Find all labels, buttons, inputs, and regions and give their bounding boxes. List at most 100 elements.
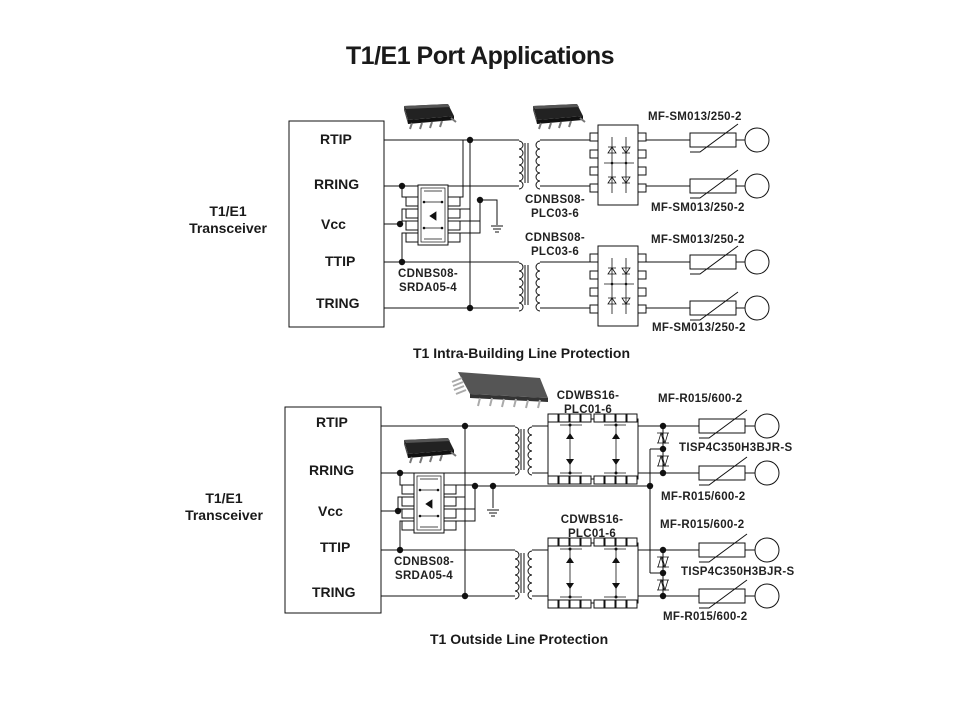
part-line1: CDNBS08-: [525, 232, 585, 244]
part-line2: PLC01-6: [563, 404, 613, 416]
junction-dot: [461, 592, 469, 600]
part-line1: CDNBS08-: [398, 268, 458, 280]
pin-ttip: TTIP: [325, 253, 356, 269]
ptc-fuse: [698, 456, 748, 486]
junction-dot: [398, 258, 406, 266]
top-transceiver-box: [288, 120, 385, 328]
line-protector-chip: [589, 245, 647, 327]
pin-vcc: Vcc: [318, 503, 343, 519]
bottom-diagram-caption: T1 Outside Line Protection: [430, 631, 609, 647]
transformer-coil: [514, 550, 520, 600]
top-diagram-caption: T1 Intra-Building Line Protection: [413, 345, 630, 361]
junction-dot: [466, 304, 474, 312]
junction-dot: [471, 482, 479, 490]
ptc-fuse: [698, 409, 748, 439]
junction-dot: [396, 220, 404, 228]
bottom-schematic: [284, 372, 780, 614]
page-title: T1/E1 Port Applications: [345, 42, 615, 70]
junction-dot: [659, 469, 667, 477]
esd-part-label: CDNBS08- SRDA05-4: [388, 267, 468, 295]
ptc-label: MF-R015/600-2: [661, 491, 746, 503]
line-terminal: [754, 413, 780, 439]
pin-vcc: Vcc: [321, 216, 346, 232]
transformer-coil: [527, 550, 533, 600]
junction-dot: [398, 182, 406, 190]
transformer-coil: [535, 140, 541, 190]
ptc-fuse: [689, 123, 739, 153]
top-schematic: [288, 103, 770, 328]
line-protector-1-label: CDWBS16- PLC01-6: [553, 389, 623, 417]
junction-dot: [396, 546, 404, 554]
part-line2: SRDA05-4: [398, 282, 457, 294]
junction-dot: [394, 507, 402, 515]
junction-dot: [476, 196, 484, 204]
soic16-package-image: [451, 372, 548, 409]
bottom-transceiver-box: [284, 406, 382, 614]
part-line1: CDNBS08-: [394, 556, 454, 568]
part-line2: PLC01-6: [567, 528, 617, 540]
ptc-label: MF-SM013/250-2: [648, 111, 742, 123]
line-protector-1-label: CDNBS08- PLC03-6: [520, 193, 590, 221]
line-terminal: [754, 583, 780, 609]
part-line2: PLC03-6: [530, 208, 580, 220]
junction-dot: [659, 569, 667, 577]
ptc-fuse: [689, 169, 739, 199]
junction-dot: [461, 422, 469, 430]
ptc-label: MF-SM013/250-2: [651, 234, 745, 246]
part-line2: SRDA05-4: [394, 570, 453, 582]
line-protector-2-label: CDNBS08- PLC03-6: [520, 231, 590, 259]
esd-array-chip: [401, 472, 457, 534]
ptc-label: MF-R015/600-2: [663, 611, 748, 623]
line-terminal: [744, 249, 770, 275]
line-protector-chip: [589, 124, 647, 206]
bottom-transceiver-label: T1/E1 Transceiver: [169, 490, 279, 524]
line-terminal: [744, 295, 770, 321]
soic-package-image: [403, 437, 457, 464]
transformer-coil: [518, 140, 524, 190]
ptc-label: MF-SM013/250-2: [652, 322, 746, 334]
line-protector-chip: [547, 537, 639, 609]
transformer-coil: [527, 426, 533, 476]
junction-dot: [659, 445, 667, 453]
junction-dot: [646, 482, 654, 490]
pin-rtip: RTIP: [316, 414, 348, 430]
top-transceiver-label: T1/E1 Transceiver: [173, 203, 283, 237]
transformer-coil: [514, 426, 520, 476]
junction-dot: [489, 482, 497, 490]
part-line1: CDWBS16-: [556, 390, 620, 402]
line-protector-2-label: CDWBS16- PLC01-6: [557, 513, 627, 541]
thyristor-label: TISP4C350H3BJR-S: [681, 566, 795, 578]
ground-symbol: [490, 225, 504, 233]
line-protector-chip: [547, 413, 639, 485]
part-line2: PLC03-6: [530, 246, 580, 258]
part-line1: CDWBS16-: [560, 514, 624, 526]
transceiver-label-line2: Transceiver: [185, 507, 263, 523]
transformer-coil: [535, 262, 541, 312]
line-terminal: [744, 173, 770, 199]
ptc-label: MF-R015/600-2: [658, 393, 743, 405]
ptc-fuse: [698, 533, 748, 563]
ptc-label: MF-R015/600-2: [660, 519, 745, 531]
thyristor-label: TISP4C350H3BJR-S: [679, 442, 793, 454]
pin-ttip: TTIP: [320, 539, 351, 555]
esd-array-chip: [405, 184, 461, 246]
ground-symbol: [486, 509, 500, 517]
soic-package-image: [532, 103, 586, 130]
pin-rring: RRING: [314, 176, 360, 192]
line-terminal: [754, 460, 780, 486]
pin-tring: TRING: [312, 584, 356, 600]
part-line1: CDNBS08-: [525, 194, 585, 206]
transceiver-label-line1: T1/E1: [205, 490, 243, 506]
esd-part-label: CDNBS08- SRDA05-4: [384, 555, 464, 583]
pin-tring: TRING: [316, 295, 360, 311]
line-terminal: [754, 537, 780, 563]
transceiver-label-line2: Transceiver: [189, 220, 267, 236]
ptc-fuse: [689, 245, 739, 275]
ptc-fuse: [698, 579, 748, 609]
junction-dot: [396, 469, 404, 477]
pin-rtip: RTIP: [320, 131, 352, 147]
transformer-coil: [518, 262, 524, 312]
ptc-fuse: [689, 291, 739, 321]
junction-dot: [659, 592, 667, 600]
